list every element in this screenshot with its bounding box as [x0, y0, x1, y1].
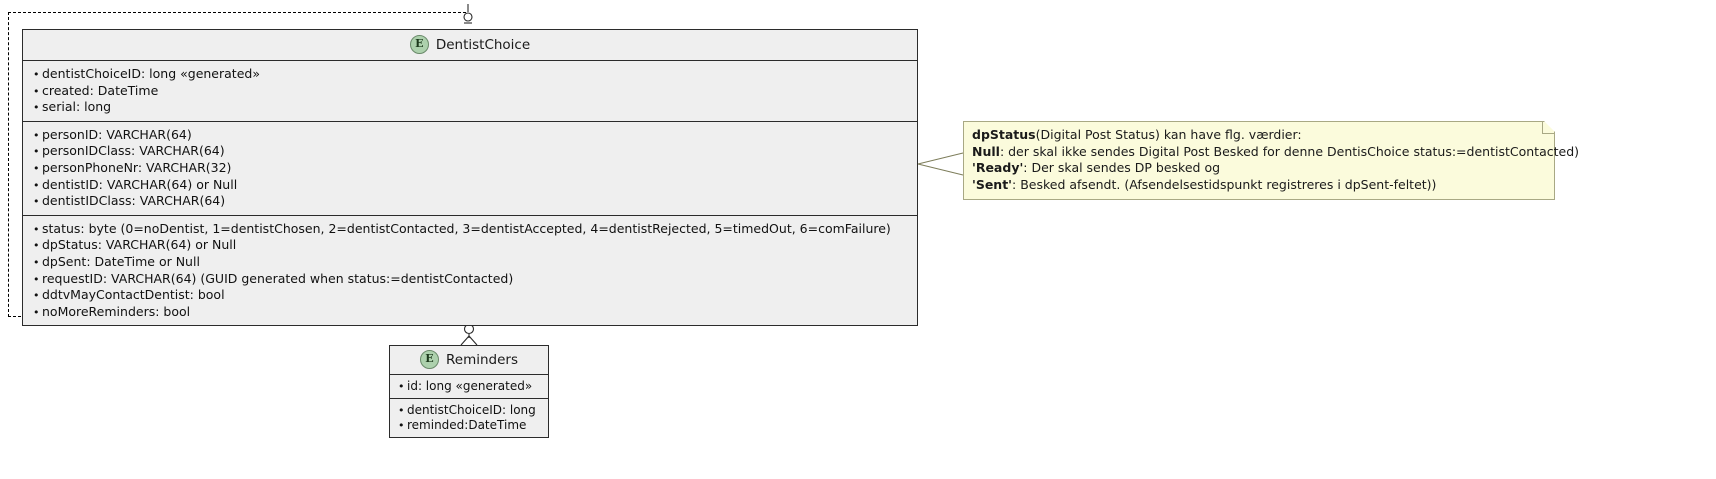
attribute-text: personIDClass: VARCHAR(64): [42, 143, 225, 159]
attribute-row: •dentistIDClass: VARCHAR(64): [33, 193, 909, 210]
bullet-icon: •: [33, 255, 40, 269]
attribute-row: •personID: VARCHAR(64): [33, 127, 909, 144]
attribute-row: •reminded:DateTime: [398, 418, 542, 433]
attribute-row: •dentistChoiceID: long «generated»: [33, 66, 909, 83]
attribute-text: serial: long: [42, 99, 112, 115]
bullet-icon: •: [33, 161, 40, 175]
attribute-text: reminded:DateTime: [407, 418, 527, 432]
class-reminders-compartment-1: •id: long «generated»: [390, 375, 548, 399]
class-dentistchoice-header: E DentistChoice: [23, 30, 917, 61]
note-dpstatus[interactable]: dpStatus(Digital Post Status) kan have f…: [963, 121, 1579, 200]
class-reminders[interactable]: E Reminders •id: long «generated» •denti…: [389, 345, 549, 438]
attribute-row: •serial: long: [33, 99, 909, 116]
attribute-text: id: long «generated»: [407, 379, 533, 393]
attribute-text: dentistIDClass: VARCHAR(64): [42, 193, 226, 209]
note-line-3-text: : Der skal sendes DP besked og: [1023, 160, 1221, 175]
attribute-row: •personIDClass: VARCHAR(64): [33, 143, 909, 160]
note-line-2: Null: der skal ikke sendes Digital Post …: [972, 143, 1579, 161]
attribute-text: noMoreReminders: bool: [42, 303, 191, 319]
attribute-text: ddtvMayContactDentist: bool: [42, 287, 225, 303]
note-line-2-bold: Null: [972, 143, 1000, 159]
class-dentistchoice[interactable]: E DentistChoice •dentistChoiceID: long «…: [22, 29, 918, 327]
bullet-icon: •: [398, 419, 405, 432]
bullet-icon: •: [33, 289, 40, 303]
attribute-row: •noMoreReminders: bool: [33, 304, 909, 321]
note-line-4-text: : Besked afsendt. (Afsendelsestidspunkt …: [1012, 176, 1437, 192]
class-reminders-header: E Reminders: [390, 346, 548, 375]
attribute-text: dentistChoiceID: long «generated»: [42, 66, 260, 81]
note-line-2-text: : der skal ikke sendes Digital Post Besk…: [999, 143, 1580, 159]
attribute-row: •id: long «generated»: [398, 379, 542, 394]
class-dentistchoice-compartment-3: •status: byte (0=noDentist, 1=dentistCho…: [23, 216, 917, 326]
note-line-3: 'Ready': Der skal sendes DP besked og: [972, 160, 1546, 177]
attribute-row: •dentistChoiceID: long: [398, 403, 542, 418]
bullet-icon: •: [33, 145, 40, 159]
note-line-1-text: (Digital Post Status) kan have flg. værd…: [1035, 127, 1302, 142]
bullet-icon: •: [398, 380, 405, 393]
attribute-row: •dpStatus: VARCHAR(64) or Null: [33, 237, 909, 254]
bullet-icon: •: [33, 305, 40, 319]
bullet-icon: •: [33, 68, 40, 81]
note-fold-corner-icon: [1544, 121, 1555, 132]
attribute-row: •dentistID: VARCHAR(64) or Null: [33, 177, 909, 194]
bullet-icon: •: [33, 84, 40, 98]
attribute-text: dpStatus: VARCHAR(64) or Null: [42, 237, 237, 253]
note-line-4-bold: 'Sent': [972, 176, 1013, 192]
bullet-icon: •: [33, 101, 40, 115]
attribute-text: personID: VARCHAR(64): [42, 126, 192, 142]
attribute-row: •personPhoneNr: VARCHAR(32): [33, 160, 909, 177]
attribute-text: dentistChoiceID: long: [407, 403, 536, 417]
bullet-icon: •: [398, 404, 405, 417]
entity-icon: E: [420, 350, 439, 369]
attribute-row: •created: DateTime: [33, 83, 909, 100]
attribute-text: requestID: VARCHAR(64) (GUID generated w…: [42, 270, 514, 286]
class-dentistchoice-compartment-1: •dentistChoiceID: long «generated» •crea…: [23, 61, 917, 122]
class-dentistchoice-compartment-2: •personID: VARCHAR(64) •personIDClass: V…: [23, 122, 917, 216]
attribute-text: status: byte (0=noDentist, 1=dentistChos…: [42, 220, 891, 236]
bullet-icon: •: [33, 195, 40, 209]
class-dentistchoice-title: DentistChoice: [435, 36, 531, 53]
class-reminders-title: Reminders: [446, 351, 518, 368]
attribute-text: dentistID: VARCHAR(64) or Null: [42, 176, 238, 192]
attribute-row: •ddtvMayContactDentist: bool: [33, 287, 909, 304]
attribute-row: •dpSent: DateTime or Null: [33, 254, 909, 271]
note-line-1-bold: dpStatus: [972, 127, 1036, 142]
attribute-text: dpSent: DateTime or Null: [42, 253, 200, 269]
attribute-text: personPhoneNr: VARCHAR(32): [42, 159, 232, 175]
bullet-icon: •: [33, 178, 40, 192]
attribute-row: •requestID: VARCHAR(64) (GUID generated …: [33, 271, 909, 288]
note-line-4: 'Sent': Besked afsendt. (Afsendelsestids…: [972, 177, 1546, 194]
bullet-icon: •: [33, 222, 40, 236]
bullet-icon: •: [33, 239, 40, 253]
note-fold-edge-icon: [1542, 121, 1555, 134]
attribute-row: •status: byte (0=noDentist, 1=dentistCho…: [33, 221, 909, 238]
note-line-3-bold: 'Ready': [972, 160, 1024, 175]
class-reminders-compartment-2: •dentistChoiceID: long •reminded:DateTim…: [390, 399, 548, 437]
note-anchor-line: [917, 152, 964, 176]
bullet-icon: •: [33, 128, 40, 142]
bullet-icon: •: [33, 272, 40, 286]
entity-icon: E: [409, 35, 429, 54]
attribute-text: created: DateTime: [42, 82, 159, 98]
note-line-1: dpStatus(Digital Post Status) kan have f…: [972, 127, 1546, 144]
